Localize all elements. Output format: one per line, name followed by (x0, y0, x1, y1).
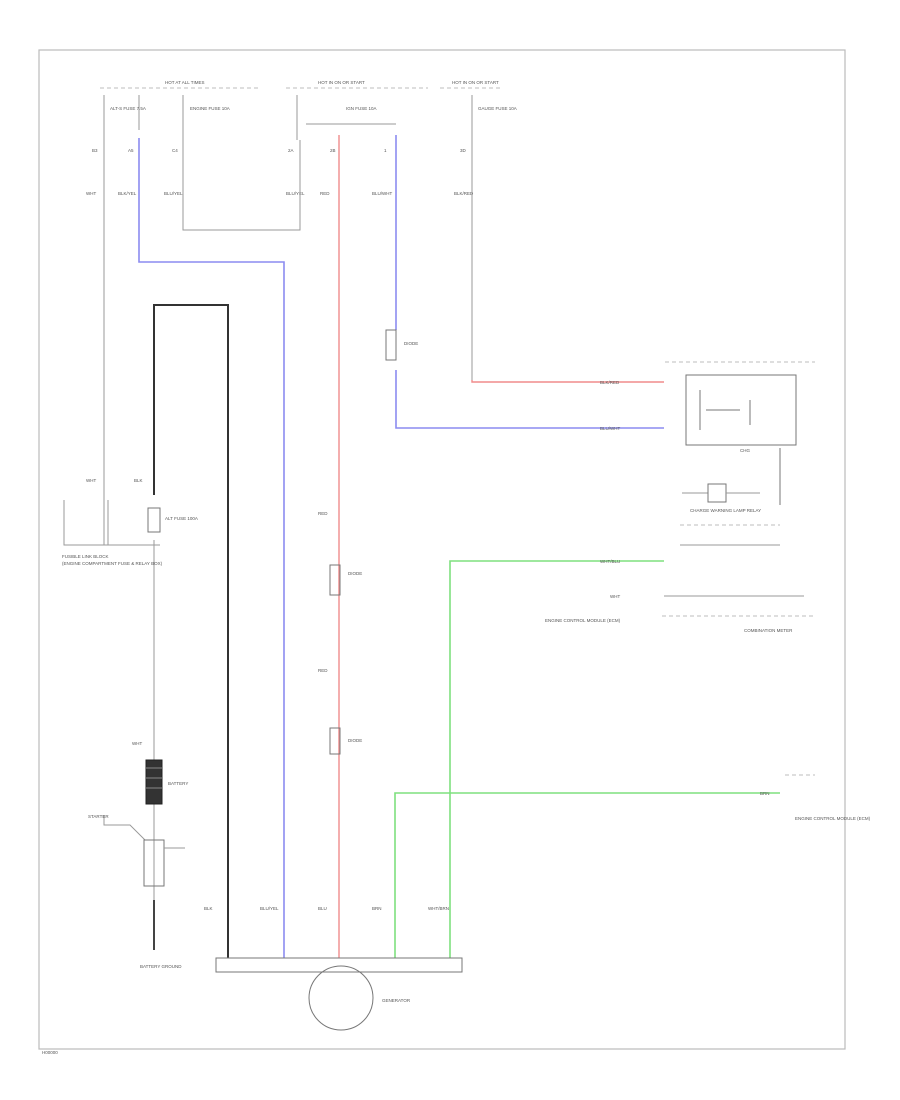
fusible-link-sub: (ENGINE COMPARTMENT FUSE & RELAY BOX) (62, 561, 163, 566)
svg-text:A5: A5 (128, 148, 134, 153)
svg-text:1: 1 (384, 148, 387, 153)
diode-red-2: DIODE (329, 727, 362, 755)
fuse-c-label: IGN FUSE 10A (346, 106, 377, 111)
fuse-b-label: ENGINE FUSE 10A (190, 106, 230, 111)
green-wire-ecm (394, 792, 780, 958)
svg-text:2A: 2A (288, 148, 294, 153)
wire-code: BLU/YEL (286, 191, 305, 196)
battery: BATTERY (145, 759, 188, 805)
charge-relay-label: CHARGE WARNING LAMP RELAY (690, 508, 761, 513)
battery-ground: BATTERY GROUND (140, 900, 182, 969)
fusible-link-label: FUSIBLE LINK BLOCK (62, 554, 109, 559)
fuse-a-label: ALT-S FUSE 7.5A (110, 106, 146, 111)
wire-code: WHT/BLU (600, 559, 620, 564)
diagram-code: H00000 (42, 1050, 58, 1055)
wire-code: BLU/WHT (372, 191, 393, 196)
fusible-link-block: ALT FUSE 100A FUSIBLE LINK BLOCK (ENGINE… (62, 478, 198, 746)
combination-meter: CHG BLK/RED BLU/WHT CHARGE WARNING LAMP … (545, 361, 815, 633)
hot-at-all-times-label: HOT AT ALL TIMES (165, 80, 205, 85)
wire-code: WHT (86, 191, 96, 196)
diode-label: DIODE (348, 571, 362, 576)
blue-wire-meter (395, 370, 664, 429)
fuse-d-label: GAUGE FUSE 10A (478, 106, 517, 111)
ecm-connector-label: ENGINE CONTROL MODULE (ECM) (795, 816, 871, 821)
diode-ign-blue: DIODE (385, 329, 418, 361)
ecm-note: ENGINE CONTROL MODULE (ECM) (545, 618, 621, 623)
wire-code: BRN (760, 791, 770, 796)
top-connector-codes: B3 A5 C4 2A 2B 1 3D (92, 148, 467, 153)
battery-label: BATTERY (168, 781, 188, 786)
starter: STARTER (88, 814, 185, 887)
hot-in-on-label: HOT IN ON OR START (318, 80, 365, 85)
wire-code: BLU/WHT (600, 426, 621, 431)
wire-code: BLU/YEL (260, 906, 279, 911)
svg-text:C4: C4 (172, 148, 178, 153)
diode-red-1: DIODE (329, 564, 362, 596)
generator: GENERATOR BLK BLU/YEL BLU BRN WHT/BRN (204, 906, 463, 1031)
diode-label: DIODE (404, 341, 418, 346)
generator-label: GENERATOR (382, 998, 411, 1003)
fuses: ALT-S FUSE 7.5A ENGINE FUSE 10A IGN FUSE… (103, 95, 517, 140)
battery-ground-label: BATTERY GROUND (140, 964, 182, 969)
wire-code: BLK (134, 478, 143, 483)
wire-code: BLU (318, 906, 327, 911)
wire-code: WHT (132, 741, 142, 746)
wire-code: WHT/BRN (428, 906, 449, 911)
combination-meter-label: COMBINATION METER (744, 628, 793, 633)
wire-code: BLK (204, 906, 213, 911)
wire-code: RED (320, 191, 330, 196)
wire-code: WHT (86, 478, 96, 483)
charge-lamp-label: CHG (740, 448, 750, 453)
red-wire-meter (471, 380, 664, 383)
wire-code: BLK/RED (454, 191, 474, 196)
green-wire-chg (449, 560, 664, 958)
wire-code: BRN (372, 906, 382, 911)
svg-text:2B: 2B (330, 148, 336, 153)
fuse-header: HOT AT ALL TIMES HOT IN ON OR START HOT … (100, 80, 500, 89)
hot-in-on-label-2: HOT IN ON OR START (452, 80, 499, 85)
battery-main-wire (153, 304, 229, 958)
wire-codes-row: WHT BLK/YEL BLU/YEL BLU/YEL RED BLU/WHT … (86, 191, 474, 196)
starter-label: STARTER (88, 814, 109, 819)
main-fuse-label: ALT FUSE 100A (165, 516, 198, 521)
blue-wire-sense (138, 138, 285, 958)
svg-text:3D: 3D (460, 148, 467, 153)
wire-code: BLU/YEL (164, 191, 183, 196)
wire-code: RED (318, 668, 328, 673)
wire-code: RED (318, 511, 328, 516)
diagram-frame (38, 49, 846, 1050)
wire-code: BLK/YEL (118, 191, 137, 196)
ecm-connector: BRN ENGINE CONTROL MODULE (ECM) (760, 774, 871, 821)
diode-label: DIODE (348, 738, 362, 743)
gray-wires (103, 130, 473, 950)
wire-code: BLK/RED (600, 380, 620, 385)
wire-code: WHT (610, 594, 620, 599)
svg-text:B3: B3 (92, 148, 98, 153)
